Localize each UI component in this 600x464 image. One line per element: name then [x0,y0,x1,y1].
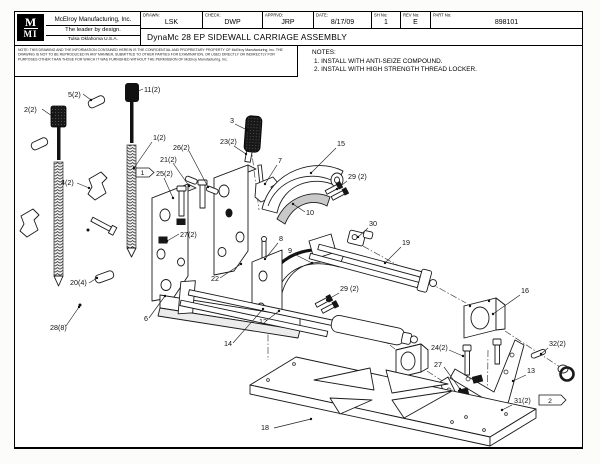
company-tagline: The leader by design. [46,26,140,36]
part-callout: 23(2) [220,137,237,146]
clevis-pin [530,348,546,359]
part-callout: 5(2) [68,90,81,99]
part-callout: 7 [278,156,282,165]
socket-screw [320,300,340,314]
flagnote-banner [538,394,567,406]
mcelroy-logo: M MI [17,14,44,41]
part-callout: 15 [337,139,345,148]
part-callout: 16 [521,286,529,295]
socket-screw [324,181,344,195]
company-location: Tulsa Oklahoma U.S.A. [68,37,118,43]
flagnote-number: 2 [548,398,552,405]
sub-header: NOTE: THIS DRAWING AND THE INFORMATION C… [15,46,582,77]
part-callout: 13 [527,366,535,375]
part-callout: 6 [144,314,148,323]
logo-letter-top: M [24,15,37,29]
note-line: 1. INSTALL WITH ANTI-SEIZE COMPOUND. [314,57,443,65]
titleblock-field-check: CHECK:DWP [203,12,263,28]
clamp-assembly [347,229,374,247]
part-callout: 11(2) [144,85,160,94]
note-line: 2. INSTALL WITH HIGH STRENGTH THREAD LOC… [314,66,477,74]
drawing-border: M MI McElroy Manufacturing, Inc. The lea… [14,11,583,449]
eye-nut [557,364,575,382]
part-callout: 25(2) [156,169,173,178]
roll-pin [94,270,115,284]
part-callout: 8 [279,234,283,243]
part-callout: 32(2) [549,339,566,348]
part-callout: 10 [306,208,314,217]
part-callout: 22 [211,274,219,283]
part-callout: 26(2) [173,143,190,152]
part-callout: 30 [369,219,377,228]
company-name: McElroy Manufacturing, Inc. [46,15,140,26]
pivot-block [463,297,506,339]
assembly-diagram: 2(2) 5(2) 11(2) 1(2) 4(2) 25(2) 21(2) 26(2) 27(2… [19,83,575,447]
locking-handle [243,115,263,153]
titleblock-field-drawn: DRAWN:LSK [141,12,203,28]
part-callout: 31(2) [514,396,531,405]
part-callout: 2(2) [24,105,37,114]
pivot-block-small [395,343,429,379]
part-callout: 21(2) [160,155,177,164]
callout-layer: 2(2) 5(2) 11(2) 1(2) 4(2) 25(2) 21(2) 26(2) 27(2… [24,85,567,432]
part-callout: 14 [224,339,232,348]
part-callout: 19 [402,238,410,247]
carriage-plate-right [213,164,257,276]
socket-screw [330,187,350,201]
proprietary-notice: NOTE: THIS DRAWING AND THE INFORMATION C… [15,46,298,77]
dowel-pin [205,185,219,195]
part-callout: 27 [434,360,442,369]
title-block: M MI McElroy Manufacturing, Inc. The lea… [15,12,582,46]
threaded-rod-left [50,105,67,287]
dowel-pin [184,175,198,185]
flagnote-number: 1 [141,170,145,177]
guide-rod-lower [177,280,418,346]
roll-pin [87,95,106,109]
part-callout: 3 [230,116,234,125]
clamp-pawl [19,208,40,238]
screw [90,216,118,236]
titleblock-field-rev-no: REV No:E [401,12,431,28]
threaded-rod-right [125,83,139,258]
flagnote-banner [135,167,155,178]
logo-letter-bottom: MI [23,28,38,39]
exploded-view-parts [19,83,575,447]
part-callout: 27(2) [180,230,197,239]
part-callout: 1(2) [153,133,166,142]
part-callout: 12 [259,317,267,326]
part-callout: 20(4) [70,278,87,287]
drawing-title: DynaMc 28 EP SIDEWALL CARRIAGE ASSEMBLY [147,32,348,42]
part-callout: 18 [261,423,269,432]
company-block: M MI McElroy Manufacturing, Inc. The lea… [15,12,141,45]
part-callout: 29 (2) [348,172,367,181]
titleblock-field-apprvd: APPRVD:JRP [263,12,314,28]
titleblock-field-sh-no: SH No:1 [372,12,401,28]
titleblock-field-date: DATE:8/17/09 [314,12,372,28]
part-callout: 29 (2) [340,284,359,293]
part-callout: 28(8) [50,323,67,332]
titleblock-field-part-no: PART No:898101 [433,13,519,26]
notes-title: NOTES: [312,49,336,56]
clamp-pawl [87,171,108,201]
roll-pin [30,137,49,151]
jaw-insert [276,193,331,225]
part-callout: 24(2) [431,343,448,352]
part-callout: 4(2) [61,178,74,187]
notes-block: NOTES: 1. INSTALL WITH ANTI-SEIZE COMPOU… [298,46,477,77]
base-plate [249,356,537,447]
part-callout: 9 [288,246,292,255]
arm-bolts [457,338,502,397]
guide-rod-upper [308,233,437,293]
